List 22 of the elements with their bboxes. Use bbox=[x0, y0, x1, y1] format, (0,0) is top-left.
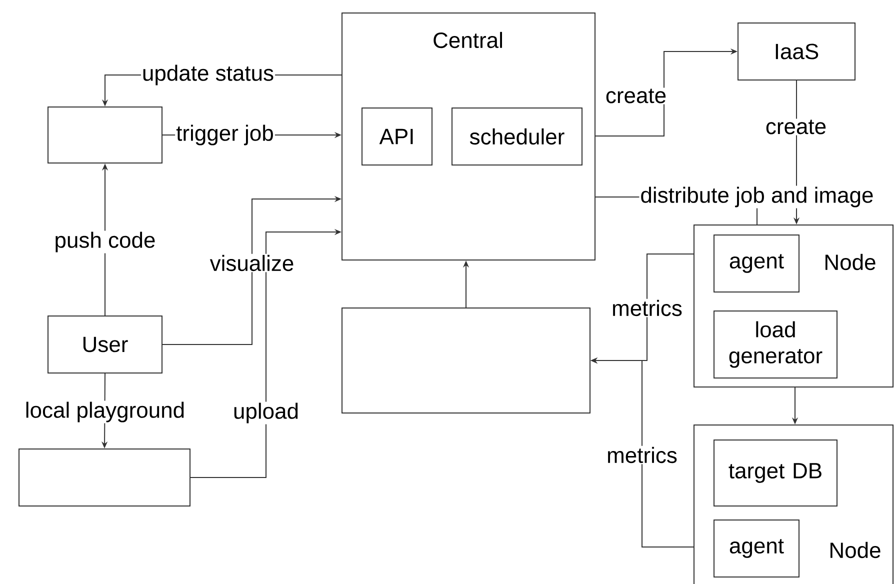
component-box: agent bbox=[714, 520, 800, 578]
component-box: agent bbox=[714, 234, 800, 292]
edge-label: distribute job and image bbox=[639, 186, 875, 208]
component-box: target DB bbox=[714, 440, 838, 506]
edge-label: upload bbox=[232, 402, 300, 424]
edge-label: create bbox=[604, 88, 668, 104]
database-box bbox=[342, 308, 590, 414]
component-box: API bbox=[362, 108, 432, 166]
edge-label: update status bbox=[140, 64, 276, 86]
component-box bbox=[18, 448, 190, 506]
component-box: load generator bbox=[714, 310, 838, 378]
edge-label: push code bbox=[53, 230, 157, 254]
component-box bbox=[48, 106, 162, 164]
edge-label: metrics bbox=[606, 446, 678, 464]
component-box: IaaS bbox=[738, 22, 856, 80]
actor-box: User bbox=[48, 316, 162, 374]
edge-label: create bbox=[764, 118, 828, 136]
edge-label: trigger job bbox=[175, 124, 275, 146]
edge-label: local playground bbox=[24, 400, 186, 424]
edge-label: visualize bbox=[208, 254, 296, 272]
component-box: scheduler bbox=[452, 108, 582, 166]
edge-label: metrics bbox=[610, 298, 684, 318]
